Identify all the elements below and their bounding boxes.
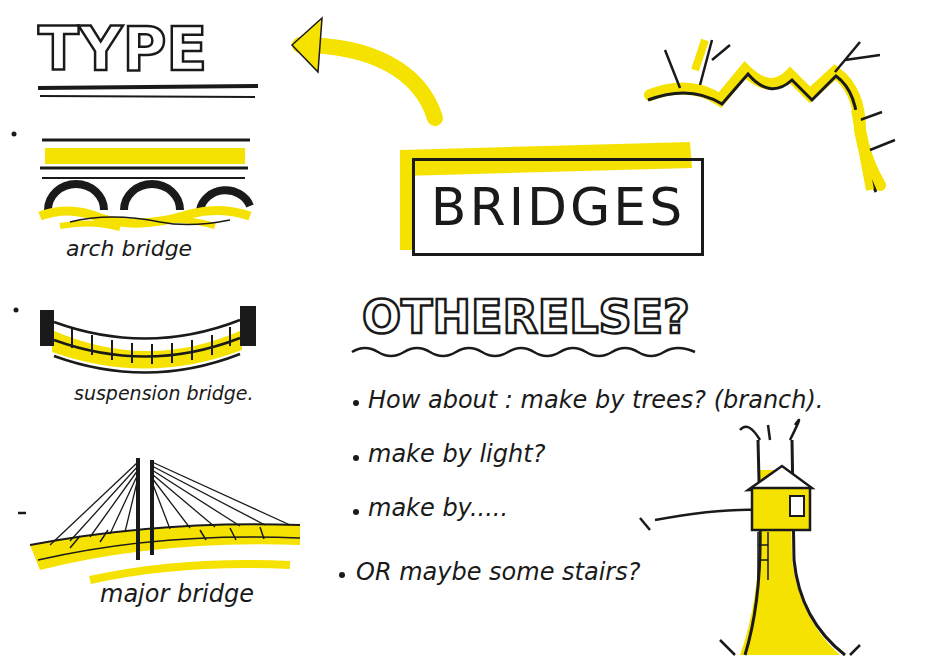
bullet [353,455,359,461]
underline [40,96,255,97]
bullet [353,509,359,515]
heading: TYPE [38,14,207,84]
title-box: BRIDGES [412,158,704,256]
note-text: OR maybe some stairs? [356,558,640,586]
major-bridge-drawing [30,458,300,580]
arch-bridge-drawing [40,140,250,228]
tree-branch [648,40,895,192]
suspension-bridge-drawing [40,306,256,373]
note-text: make by light? [368,440,545,468]
bridge-label: major bridge [100,580,254,608]
heading: OTHERELSE? [362,290,690,344]
arrow-head [292,18,322,72]
box-text: BRIDGES [431,177,685,237]
bridge-label: arch bridge [66,236,192,261]
bullet [18,512,26,515]
note-text: make by..... [368,494,508,522]
bullet [339,572,345,578]
bridge-label: suspension bridge. [74,382,254,404]
bullet [12,132,17,137]
bullet [14,308,19,313]
arrow-stroke [300,45,435,118]
bullet [353,400,359,406]
treehouse [640,420,860,655]
underline [38,86,258,88]
wavy-underline [352,348,695,356]
note-text: How about : make by trees? (branch). [368,386,823,414]
